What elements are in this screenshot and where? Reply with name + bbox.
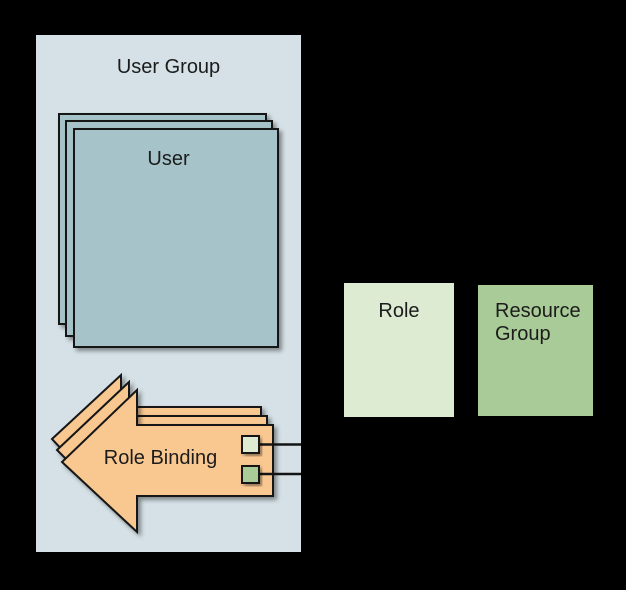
role-binding-label: Role Binding	[103, 447, 218, 469]
role-label: Role	[378, 300, 420, 322]
user-group-label: User Group	[116, 56, 221, 78]
role-box: Role	[344, 283, 454, 417]
resource-group-box: Resource Group	[478, 285, 593, 416]
resource-group-label: Resource Group	[495, 300, 581, 345]
user-square-front	[73, 128, 279, 348]
connectors	[255, 443, 301, 476]
role-binding-arrow-front	[60, 387, 274, 535]
resource-port-square	[241, 465, 260, 484]
role-binding-stack	[50, 372, 274, 535]
role-port-square	[241, 435, 260, 454]
user-label: User	[147, 148, 190, 170]
user-stack	[58, 113, 279, 348]
